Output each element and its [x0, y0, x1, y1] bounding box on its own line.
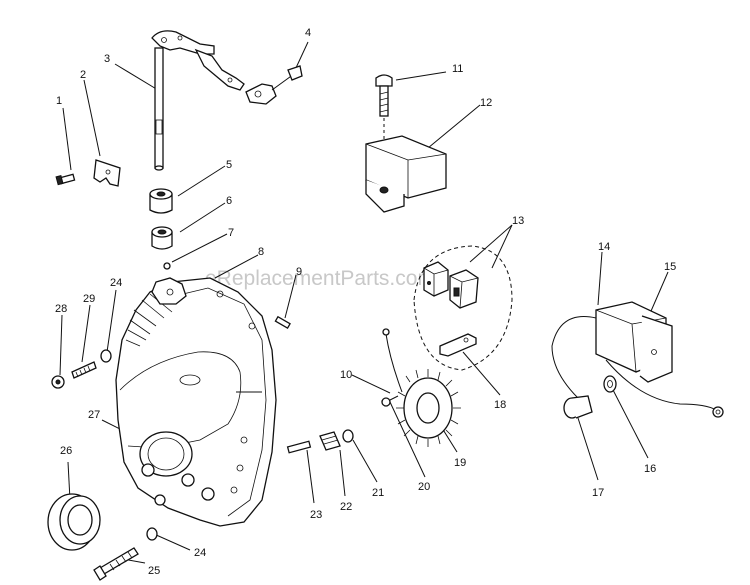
oil-seal-part-26: [47, 493, 101, 551]
bushing-part-6: [151, 226, 173, 250]
label-part-21: 21: [372, 487, 384, 499]
label-part-24-upper: 24: [110, 277, 122, 289]
regulator-part-14-15: [551, 301, 724, 418]
fasteners-left-24-28-29: [51, 349, 112, 389]
washer-part-16: [603, 375, 617, 393]
stator-part-19: [382, 328, 461, 447]
label-part-22: 22: [340, 501, 352, 513]
brush-part-13: [423, 261, 479, 309]
leader-lines: [59, 41, 669, 564]
label-part-17: 17: [592, 487, 604, 499]
label-part-18: 18: [494, 399, 506, 411]
label-part-7: 7: [228, 227, 234, 239]
label-part-4: 4: [305, 27, 311, 39]
label-part-5: 5: [226, 159, 232, 171]
label-part-13: 13: [512, 215, 524, 227]
fasteners-bottom-24-25: [93, 527, 158, 581]
rectifier-part-12: [365, 135, 447, 213]
label-part-14: 14: [598, 241, 610, 253]
gear-case-cover-part-8: [115, 277, 277, 527]
label-part-28: 28: [55, 303, 67, 315]
label-part-29: 29: [83, 293, 95, 305]
label-part-19: 19: [454, 457, 466, 469]
screw-part-1: [55, 173, 76, 186]
label-part-9: 9: [296, 266, 302, 278]
small-parts-21-23: [286, 429, 354, 454]
screw-part-10: [381, 395, 399, 407]
label-part-15: 15: [664, 261, 676, 273]
label-part-20: 20: [418, 481, 430, 493]
bolt-part-11: [375, 74, 393, 142]
governor-shaft-part-3: [151, 30, 245, 171]
capacitor-part-17: [563, 395, 593, 419]
bracket-part-2: [93, 159, 121, 187]
bushing-part-5: [149, 188, 173, 214]
ball-part-7: [163, 262, 171, 270]
label-part-23: 23: [310, 509, 322, 521]
label-part-6: 6: [226, 195, 232, 207]
label-part-25: 25: [148, 565, 160, 577]
label-part-10: 10: [340, 369, 352, 381]
label-part-26: 26: [60, 445, 72, 457]
terminal-part-18: [439, 333, 477, 357]
label-part-2: 2: [80, 69, 86, 81]
label-part-12: 12: [480, 97, 492, 109]
link-rod-part-4: [245, 65, 303, 105]
label-part-3: 3: [104, 53, 110, 65]
label-part-16: 16: [644, 463, 656, 475]
label-part-1: 1: [56, 95, 62, 107]
label-part-8: 8: [258, 246, 264, 258]
watermark: eReplacementParts.com: [205, 267, 435, 290]
label-part-24-lower: 24: [194, 547, 206, 559]
part-number-labels: 1 2 3 4 5 6 7 8 9 10 11 12 13 14 15 16 1…: [55, 27, 676, 577]
label-part-27: 27: [88, 409, 100, 421]
label-part-11: 11: [452, 63, 463, 75]
dowel-pin-part-9: [274, 315, 291, 329]
